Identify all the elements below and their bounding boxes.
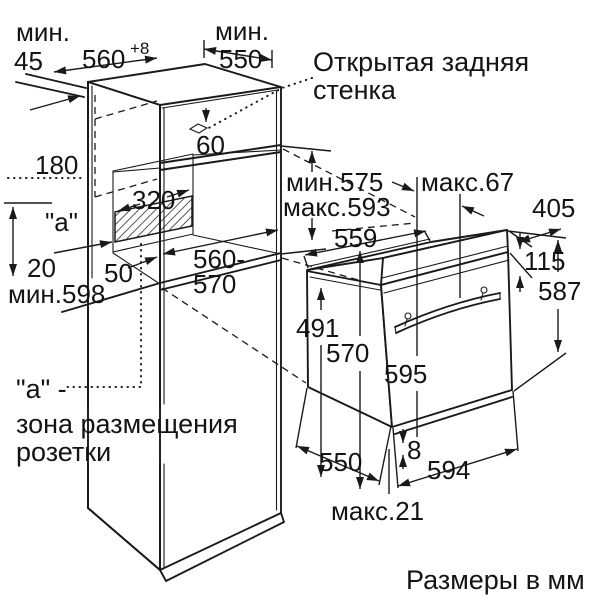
dim-60: 60 — [196, 130, 225, 160]
dim-niche-width-line2: 570 — [193, 269, 236, 299]
dim-min550-prefix: мин. — [215, 16, 269, 46]
wall-corner-marks — [15, 73, 87, 111]
note-socket-line3: розетки — [16, 437, 111, 467]
dim-595: 595 — [384, 359, 427, 389]
dim-top-width: 560 — [82, 44, 125, 74]
dim-320: 320 — [132, 185, 175, 215]
cabinet-drawing — [61, 63, 285, 582]
note-socket-line2: зона размещения — [16, 409, 238, 439]
open-back-wall-leader — [204, 77, 313, 131]
dim-570: 570 — [326, 338, 369, 368]
dim-min45-prefix: мин. — [16, 17, 70, 47]
dim-405: 405 — [532, 193, 575, 223]
dim-8: 8 — [407, 435, 421, 465]
dim-20: 20 — [27, 253, 56, 283]
dim-559: 559 — [334, 223, 377, 253]
dim-top-width-tolerance: +8 — [130, 39, 149, 58]
oven-door — [380, 251, 513, 428]
socket-zone-hatched — [114, 195, 193, 243]
dim-550-bottom: 550 — [319, 447, 362, 477]
note-socket-line1: "a" - — [16, 374, 67, 404]
units-note: Размеры в мм — [406, 565, 585, 595]
dim-587: 587 — [538, 276, 581, 306]
cabinet-side-panel — [87, 81, 161, 571]
dim-491: 491 — [296, 313, 339, 343]
dim-min45-value: 45 — [14, 46, 43, 76]
socket-zone-leader — [65, 243, 142, 388]
dim-50: 50 — [104, 258, 133, 288]
label-a-ref: "a" — [45, 207, 78, 237]
dim-min550-value: 550 — [219, 44, 262, 74]
oven-handle — [394, 286, 501, 334]
dim-max593: макс.593 — [283, 192, 391, 222]
dim-niche-width-line1: 560- — [193, 244, 245, 274]
dim-180: 180 — [35, 150, 78, 180]
dim-115: 115 — [524, 246, 565, 276]
dim-min575: мин.575 — [286, 167, 383, 197]
dim-594: 594 — [427, 455, 470, 485]
dim-max67: макс.67 — [421, 167, 514, 197]
vent-bracket — [188, 123, 209, 134]
dimension-lines — [4, 40, 567, 494]
dim-min598: мин.598 — [8, 279, 105, 309]
note-open-back-line1: Открытая задняя — [313, 47, 529, 77]
note-open-back-line2: стенка — [313, 75, 397, 105]
dim-max21: макс.21 — [331, 496, 424, 526]
dotted-leaders — [7, 77, 313, 388]
diagram-labels: мин. 45 560 +8 мин. 550 Открытая задняя … — [8, 16, 585, 595]
